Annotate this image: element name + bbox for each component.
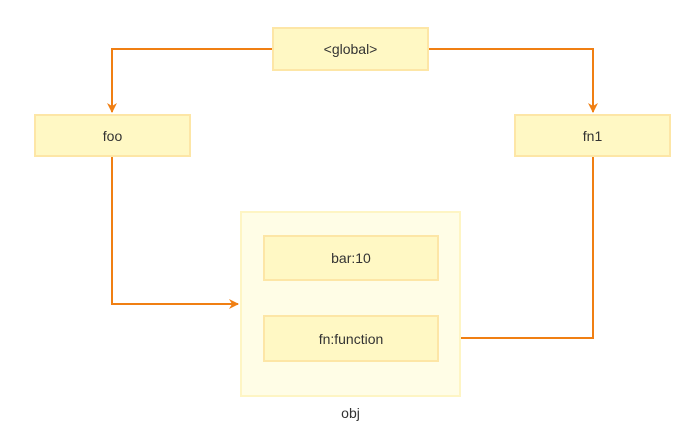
global-node-label: <global> [323, 41, 378, 57]
edge-global-to-foo [107, 48, 272, 113]
obj-group-label: obj [341, 405, 360, 421]
global-node: <global> [272, 27, 429, 71]
edge-fn1-to-fn-function [440, 157, 594, 343]
bar-property-label: bar:10 [331, 250, 371, 266]
fn1-node: fn1 [514, 114, 671, 157]
foo-node-label: foo [102, 127, 123, 144]
foo-node: foo [34, 114, 191, 157]
edge-foo-to-obj [111, 157, 239, 309]
fn-property-label: fn:function [318, 330, 384, 347]
fn-property-node: fn:function [263, 315, 439, 362]
bar-property-node: bar:10 [263, 235, 439, 281]
fn1-node-label: fn1 [582, 127, 603, 144]
edge-global-to-fn1 [429, 48, 598, 113]
